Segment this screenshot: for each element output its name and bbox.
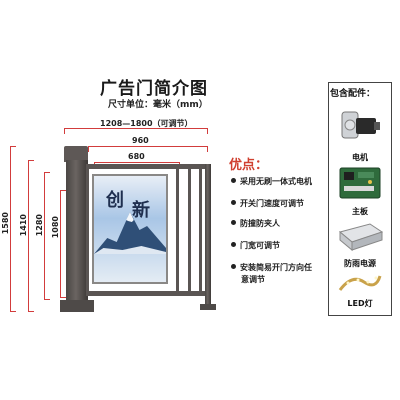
- gate-right-foot: [200, 304, 216, 310]
- feature-item-4: 门宽可调节: [231, 240, 280, 251]
- dim-line-height-1580: [10, 146, 16, 312]
- bullet-icon: [231, 264, 236, 269]
- dim-label-width-680: 680: [128, 152, 145, 161]
- feature-item-5: 安装简易开门方向任: [231, 262, 312, 273]
- feature-text: 门宽可调节: [240, 241, 280, 250]
- package-title: 包含配件：: [330, 89, 376, 99]
- gate-base: [60, 300, 94, 312]
- dim-label-height-1580: 1580: [1, 212, 10, 235]
- feature-item-1: 采用无刷一体式电机: [231, 176, 312, 187]
- feature-text: 开关门速度可调节: [240, 199, 304, 208]
- dim-label-height-1280: 1280: [35, 214, 44, 237]
- package-box: [328, 82, 392, 316]
- feature-item-3: 防撞防夹人: [231, 218, 280, 229]
- feature-text: 采用无刷一体式电机: [240, 177, 312, 186]
- package-label-motor: 电机: [352, 153, 368, 162]
- bullet-icon: [231, 242, 236, 247]
- dim-label-width-range: 1208—1800（可调节）: [100, 119, 193, 128]
- led-strip-icon: [338, 275, 382, 291]
- feature-text: 意调节: [241, 275, 265, 284]
- dim-label-height-1410: 1410: [19, 214, 28, 237]
- gate-bar-1: [176, 168, 179, 292]
- feature-item-5-cont: 意调节: [241, 274, 265, 285]
- dim-label-height-1080: 1080: [51, 216, 60, 239]
- gate-post-cap: [64, 146, 88, 162]
- dim-line-height-1080: [60, 190, 66, 298]
- power-supply-icon: [338, 223, 384, 252]
- dim-line-width-range: [64, 128, 208, 134]
- dim-label-width-960: 960: [132, 136, 149, 145]
- bullet-icon: [231, 200, 236, 205]
- package-label-mainboard: 主板: [352, 207, 368, 216]
- motor-icon: [341, 111, 380, 139]
- feature-text: 防撞防夹人: [240, 219, 280, 228]
- page-title: 广告门简介图: [100, 79, 208, 99]
- bullet-icon: [231, 220, 236, 225]
- package-label-power: 防雨电源: [344, 259, 376, 268]
- ad-mountain-image: [94, 212, 166, 254]
- gate-top-rail: [86, 164, 210, 169]
- mainboard-icon: [339, 167, 381, 199]
- bullet-icon: [231, 178, 236, 183]
- features-title: 优点：: [229, 158, 269, 173]
- dim-line-height-1280: [44, 172, 50, 300]
- gate-bar-2: [188, 168, 191, 292]
- gate-bottom-rail: [86, 291, 210, 296]
- gate-left-post: [66, 160, 88, 306]
- dim-line-height-1410: [28, 160, 34, 312]
- feature-text: 安装简易开门方向任: [240, 263, 312, 272]
- ad-glyph-chuang: 创: [106, 190, 124, 211]
- ad-glyph-xin: 新: [132, 200, 150, 221]
- feature-item-2: 开关门速度可调节: [231, 198, 304, 209]
- dim-line-width-960: [88, 146, 208, 152]
- ad-panel: 创 新: [92, 174, 168, 284]
- gate-bar-3: [199, 168, 202, 292]
- page-subtitle: 尺寸单位：毫米（mm）: [108, 100, 208, 110]
- gate-right-post: [205, 164, 211, 308]
- package-label-led: LED灯: [347, 299, 373, 308]
